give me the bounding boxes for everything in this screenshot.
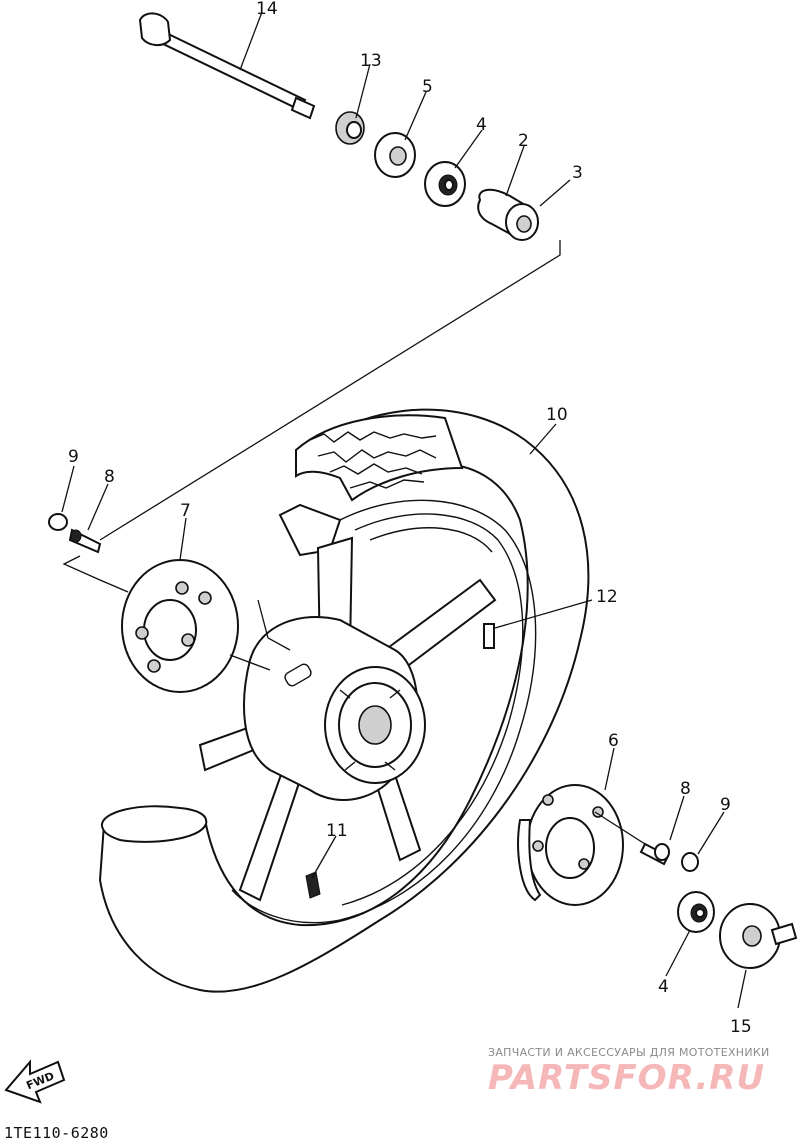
fwd-arrow: FWD — [4, 1059, 66, 1104]
callout-3: 3 — [572, 163, 583, 183]
diagram-code: 1TE110-6280 — [4, 1124, 109, 1142]
forward-arrow-icon — [4, 1059, 66, 1104]
callout-8-left: 8 — [104, 467, 115, 487]
callout-13: 13 — [360, 51, 382, 71]
callout-4-top: 4 — [476, 115, 487, 135]
watermark-subtitle: ЗАПЧАСТИ И АКСЕССУАРЫ ДЛЯ МОТОТЕХНИКИ — [488, 1046, 770, 1059]
spoke-lower-left — [238, 770, 302, 902]
callout-8-right: 8 — [680, 779, 691, 799]
axle-tip — [290, 96, 316, 120]
axle-head — [138, 12, 172, 46]
tire-cutaway-bottom — [101, 805, 208, 843]
nut-9-left — [48, 513, 68, 531]
tire-tread-top — [295, 414, 464, 502]
hub-bore — [358, 705, 392, 745]
wheel-assembly — [98, 408, 590, 993]
leader-lines — [61, 11, 747, 1009]
nut-9-right — [681, 852, 699, 872]
left-disc-group — [48, 513, 239, 693]
callout-12: 12 — [596, 587, 618, 607]
callout-5: 5 — [422, 77, 433, 97]
balance-weight — [305, 871, 321, 899]
right-side-group — [517, 784, 798, 969]
watermark-logo: PARTSFOR.RU — [488, 1058, 766, 1098]
callout-4-right: 4 — [658, 977, 669, 997]
callout-10: 10 — [546, 405, 568, 425]
air-valve — [483, 623, 495, 649]
callout-6: 6 — [608, 731, 619, 751]
callout-9-left: 9 — [68, 447, 79, 467]
axle-shaft — [153, 28, 307, 112]
callout-9-right: 9 — [720, 795, 731, 815]
callout-15: 15 — [730, 1017, 752, 1037]
tire-outer — [98, 408, 590, 993]
callout-2: 2 — [518, 131, 529, 151]
rim-panel — [278, 503, 342, 557]
callout-11: 11 — [326, 821, 348, 841]
callout-14: 14 — [256, 0, 278, 19]
callouts: 14 13 5 4 2 3 10 9 8 7 12 6 8 9 11 4 15 — [68, 0, 752, 1037]
axle-group — [138, 12, 539, 241]
callout-7: 7 — [180, 501, 191, 521]
